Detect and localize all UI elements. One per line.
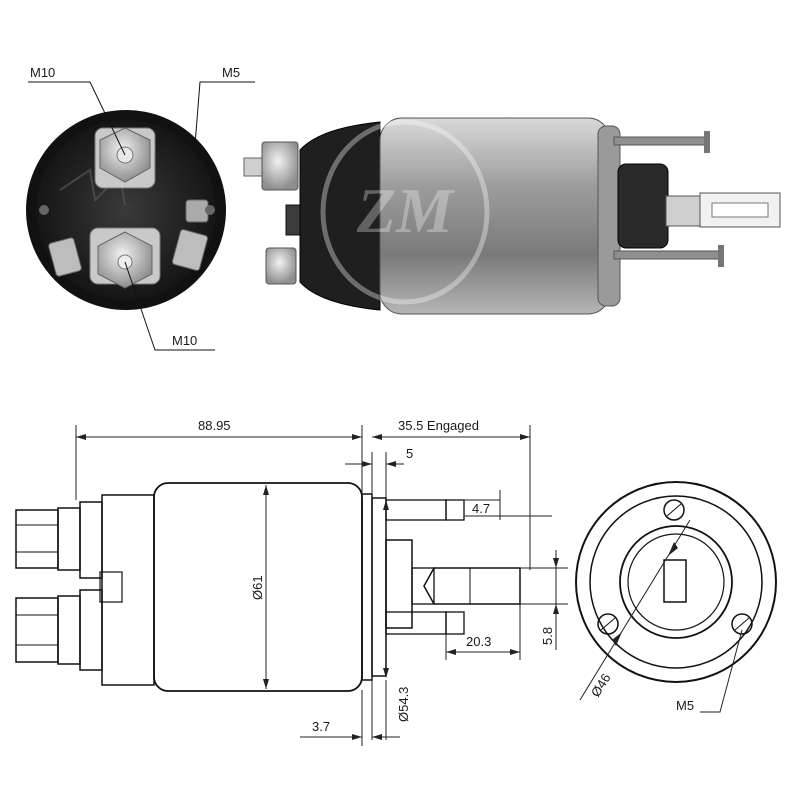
mount-stud-top-head xyxy=(704,131,710,153)
end-cap-face xyxy=(36,120,216,300)
end-view-drawing: Ø46 M5 xyxy=(575,481,777,713)
drawing-nut-top xyxy=(15,509,59,569)
bolt-hole-left xyxy=(597,613,619,635)
drawing-plunger-housing xyxy=(385,539,413,629)
dim-mount-thread: M5 xyxy=(676,698,694,713)
mount-stud-top xyxy=(613,136,709,146)
logo-text: ZM xyxy=(356,175,455,246)
spade-terminal-right xyxy=(171,229,209,271)
spade-terminal-left xyxy=(48,237,82,277)
body-flange xyxy=(597,125,621,307)
dim-gap: 3.7 xyxy=(312,719,330,734)
rivet-left xyxy=(39,205,49,215)
mount-stud-bottom-head xyxy=(718,245,724,267)
end-boss-circle xyxy=(619,525,733,639)
plunger-housing xyxy=(617,163,669,249)
bolt-hole-right xyxy=(731,613,753,635)
dim-plunger: 5.8 xyxy=(540,627,555,645)
drawing-plunger xyxy=(411,567,435,605)
plunger-slot xyxy=(711,202,769,218)
mount-stud-bottom xyxy=(613,250,723,260)
drawing-washer-bottom xyxy=(57,595,81,665)
drawing-cap xyxy=(101,494,155,686)
side-view-dimensions: 88.95 35.5 Engaged 5 4.7 Ø61 5.8 xyxy=(75,418,568,746)
side-view-drawing xyxy=(15,482,521,692)
dim-bolt-circle: Ø46 xyxy=(588,671,614,700)
dim-engaged: 35.5 Engaged xyxy=(398,418,479,433)
dim-flange-diameter: Ø54.3 xyxy=(396,687,411,722)
dim-flange: 5 xyxy=(406,446,413,461)
dim-stud-offset: 4.7 xyxy=(472,501,490,516)
rivet-right xyxy=(205,205,215,215)
drawing-flange xyxy=(361,493,373,681)
dim-stud-reach: 20.3 xyxy=(466,634,491,649)
dim-body-diameter: Ø61 xyxy=(250,575,265,600)
end-view-callouts: M10 M5 M10 xyxy=(28,65,255,351)
dim-overall-length: 88.95 xyxy=(198,418,231,433)
stud-top-nut xyxy=(261,141,299,191)
drawing-nut-bottom xyxy=(15,597,59,663)
label-m5: M5 xyxy=(222,65,240,80)
label-m10-top: M10 xyxy=(30,65,55,80)
end-plunger-slot xyxy=(663,559,687,603)
solenoid-cap xyxy=(299,121,381,311)
stud-bottom-nut xyxy=(265,247,297,285)
bolt-hole-top xyxy=(663,499,685,521)
side-view-photo: ZM xyxy=(243,117,781,315)
end-outer-circle xyxy=(575,481,777,683)
drawing-washer-top xyxy=(57,507,81,571)
m5-terminal xyxy=(185,199,209,223)
logo-ring xyxy=(320,119,490,305)
end-view-photo xyxy=(26,110,226,310)
label-m10-bottom: M10 xyxy=(172,333,197,348)
end-inner-circle xyxy=(589,495,763,669)
